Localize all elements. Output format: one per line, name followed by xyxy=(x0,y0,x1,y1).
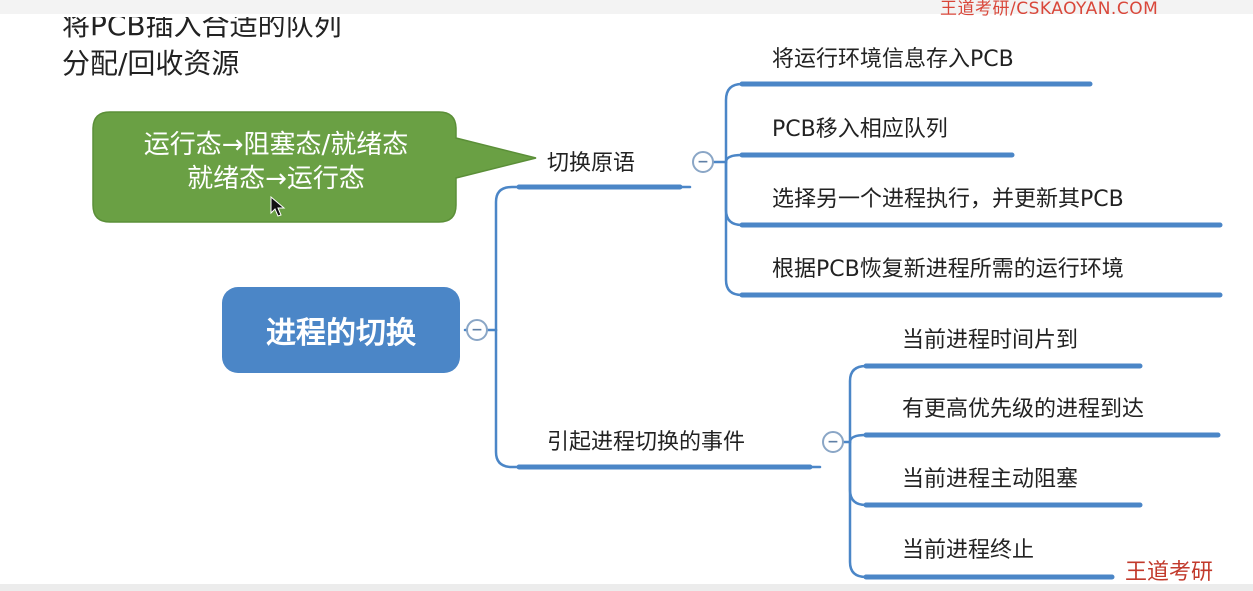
root-label: 进程的切换 xyxy=(266,316,416,351)
connector-event-2 xyxy=(848,433,868,444)
step-item[interactable]: 根据PCB恢复新进程所需的运行环境 xyxy=(772,257,1124,282)
root-node[interactable]: 进程的切换 xyxy=(222,287,460,373)
step-item[interactable]: 将运行环境信息存入PCB xyxy=(772,47,1014,72)
branch-events[interactable]: 引起进程切换的事件 xyxy=(547,430,746,455)
callout-text: 运行态→阻塞态/就绪态 就绪态→运行态 xyxy=(95,128,457,196)
bottom-strip xyxy=(0,584,1253,591)
events-collapse-toggle[interactable]: − xyxy=(822,431,844,453)
watermark: 王道考研 xyxy=(1125,560,1214,585)
event-item[interactable]: 当前进程主动阻塞 xyxy=(902,467,1079,492)
event-item[interactable]: 有更高优先级的进程到达 xyxy=(902,397,1145,422)
connector-step-1 xyxy=(712,82,744,164)
top-strip xyxy=(0,0,1253,14)
connector-root-to-events xyxy=(494,328,524,469)
connector-step-2 xyxy=(724,153,744,164)
connector-step-3 xyxy=(724,160,744,227)
step-item[interactable]: 选择另一个进程执行，并更新其PCB xyxy=(772,187,1124,212)
connector-event-3 xyxy=(848,440,868,507)
branch-primitive[interactable]: 切换原语 xyxy=(547,151,636,176)
callout-line-2: 就绪态→运行态 xyxy=(187,164,365,194)
primitive-collapse-toggle[interactable]: − xyxy=(692,151,714,173)
mouse-pointer-icon xyxy=(270,196,286,217)
connector-step-4 xyxy=(724,160,744,297)
step-item[interactable]: PCB移入相应队列 xyxy=(772,117,948,142)
event-item[interactable]: 当前进程终止 xyxy=(902,538,1035,563)
previous-line-cropped: 将PCB插入合适的队列 xyxy=(62,9,342,42)
callout-shape xyxy=(92,111,537,223)
connector-root-to-primitive xyxy=(494,185,524,332)
callout-line-1: 运行态→阻塞态/就绪态 xyxy=(143,130,409,160)
event-item[interactable]: 当前进程时间片到 xyxy=(902,328,1079,353)
root-collapse-toggle[interactable]: − xyxy=(466,319,488,341)
connector-event-4 xyxy=(848,440,868,579)
brand-url: 王道考研/CSKAOYAN.COM xyxy=(940,0,1159,19)
connector-event-1 xyxy=(842,364,868,444)
previous-line: 分配/回收资源 xyxy=(62,47,240,80)
